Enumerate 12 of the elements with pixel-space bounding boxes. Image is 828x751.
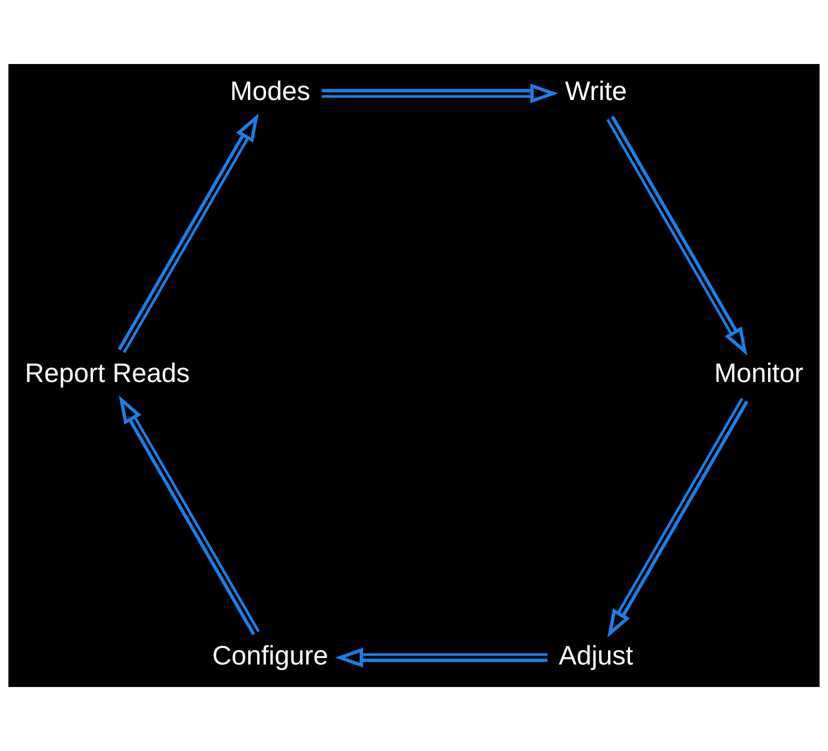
arrow: [118, 395, 260, 636]
node-text: Configure: [212, 640, 328, 670]
node-text: Monitor: [714, 358, 804, 388]
arrow: [322, 84, 558, 104]
node-text: Adjust: [558, 640, 634, 670]
node-text: Report Reads: [24, 358, 190, 388]
arrow: [334, 648, 548, 668]
arrow: [606, 116, 748, 356]
node-text: Modes: [230, 76, 310, 106]
arrow: [607, 398, 748, 638]
arrow: [118, 113, 259, 354]
node-text: Write: [564, 76, 627, 106]
